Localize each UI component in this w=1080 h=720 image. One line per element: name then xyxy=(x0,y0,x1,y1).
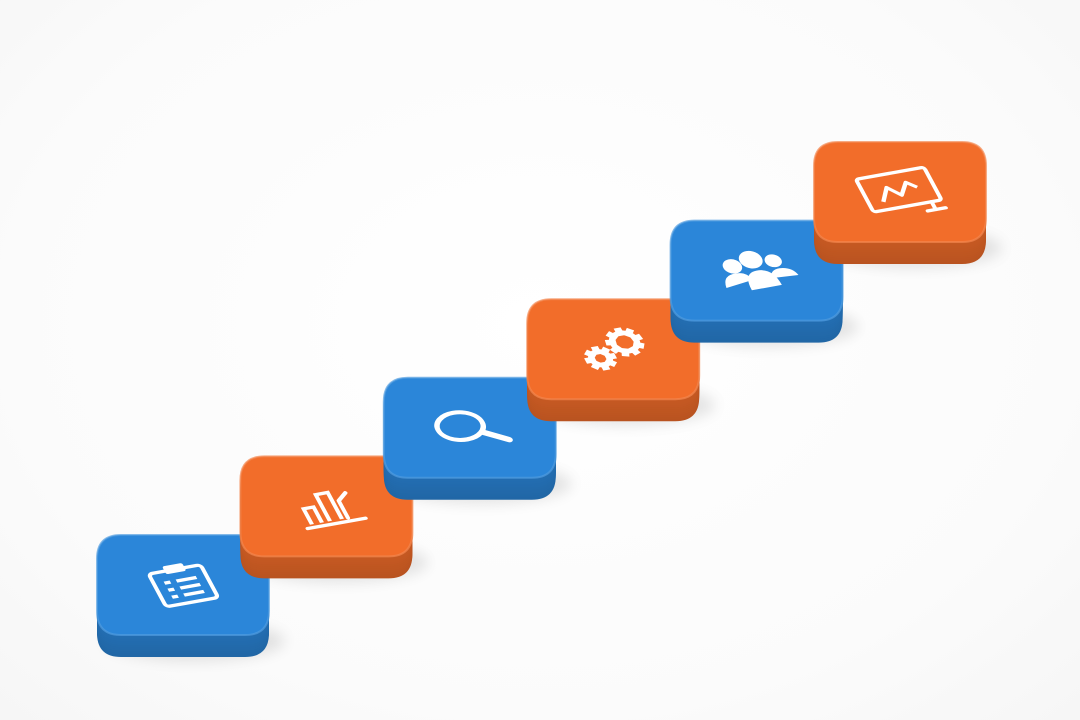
process-step-2 xyxy=(239,455,414,579)
process-step-3 xyxy=(382,376,557,500)
clipboard-icon xyxy=(147,563,220,608)
bar-chart-icon xyxy=(300,490,368,531)
people-icon xyxy=(722,250,799,291)
gears-icon xyxy=(584,327,645,371)
process-step-4 xyxy=(526,298,701,422)
magnifier-icon xyxy=(434,410,513,443)
process-step-5 xyxy=(669,219,844,343)
monitor-chart-icon xyxy=(854,166,948,214)
process-step-6 xyxy=(813,141,987,264)
process-step-1 xyxy=(96,534,270,657)
